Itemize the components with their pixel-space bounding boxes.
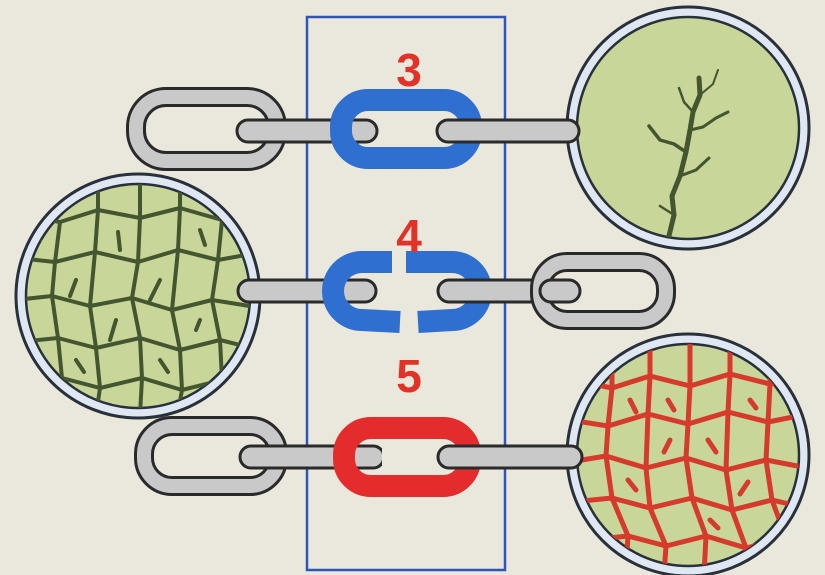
chain-rod bbox=[435, 118, 581, 144]
red-cracked-circle-icon bbox=[565, 332, 811, 575]
cracked-circle-icon bbox=[565, 5, 811, 251]
chain-icon bbox=[436, 252, 676, 330]
chain-rod bbox=[236, 278, 378, 304]
link-number-3: 3 bbox=[396, 44, 422, 96]
link-number-4: 4 bbox=[396, 210, 422, 262]
link-number-5: 5 bbox=[396, 350, 422, 402]
chain-rod bbox=[436, 444, 584, 470]
cracked-circle-icon bbox=[14, 172, 262, 420]
